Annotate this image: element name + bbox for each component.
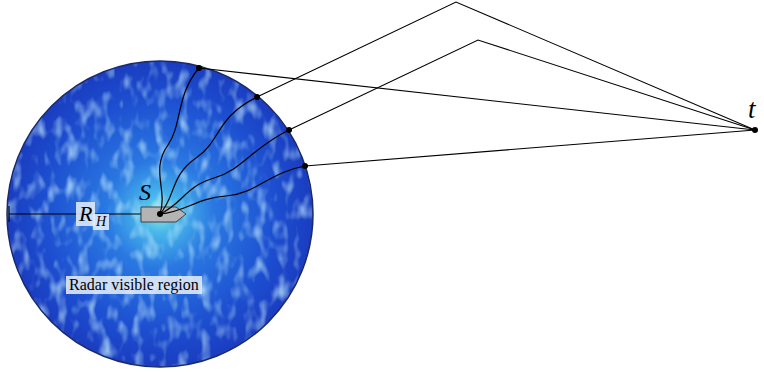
point-label: t: [748, 96, 756, 123]
point-label: S: [139, 180, 151, 204]
propagation-lines: [199, 2, 755, 166]
radar-visible-region: [0, 55, 330, 374]
surface-wave-paths: [160, 68, 305, 214]
points: [157, 65, 758, 217]
radius-subscript: H: [93, 214, 109, 230]
region-label: Radar visible region: [66, 276, 202, 294]
